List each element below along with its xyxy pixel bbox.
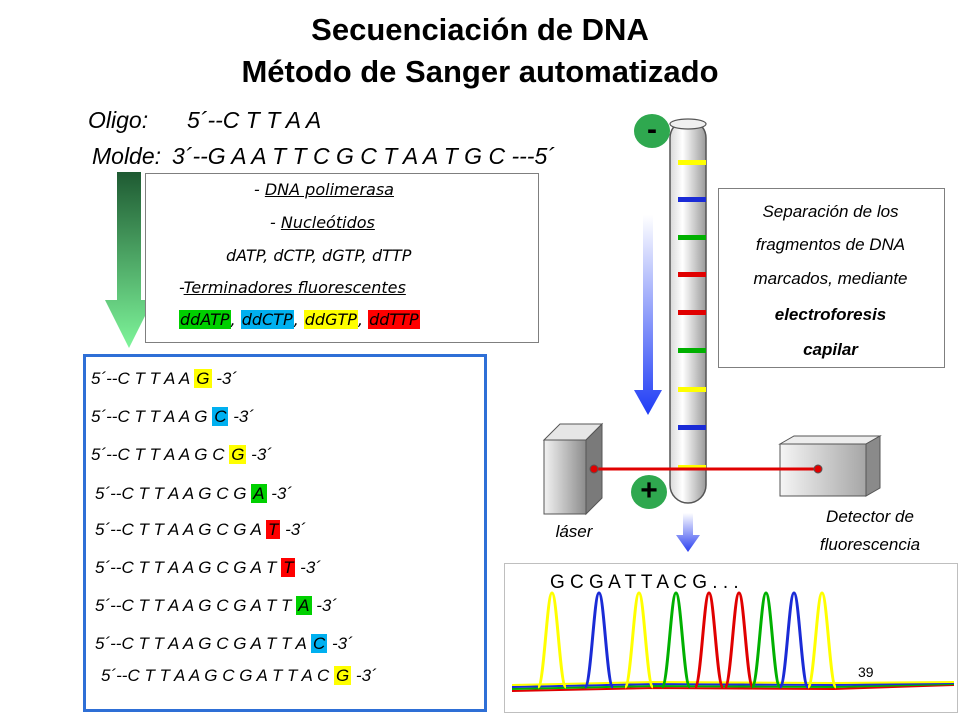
trace-peak — [583, 591, 615, 689]
reagents-box: - DNA polimerasa - Nucleótidos dATP, dCT… — [145, 173, 539, 343]
fluorescent-terminators: Terminadores fluorescentes — [183, 278, 406, 297]
trace-peak — [693, 591, 725, 689]
read-sequence: G C G A T T A C G . . . — [550, 572, 739, 593]
gel-band — [678, 272, 706, 277]
process-arrow — [105, 172, 153, 348]
dntps-list: dATP, dCTP, dGTP, dTTP — [226, 246, 412, 265]
trace-peak — [536, 591, 568, 689]
laser-label: láser — [555, 522, 593, 541]
detector-label-2: fluorescencia — [819, 535, 921, 554]
fragment-suffix: -3´ — [211, 369, 237, 388]
ddntp-separator: , — [230, 310, 241, 329]
capillary — [634, 118, 707, 552]
fragment-terminal-base: G — [333, 666, 352, 685]
output-arrow — [676, 513, 700, 552]
gel-band — [678, 197, 706, 202]
ddntp-separator: , — [357, 310, 369, 329]
fragment-prefix: 5´--C T T A A G C G — [95, 484, 252, 503]
oligo-sequence: 5´--C T T A A — [187, 107, 322, 133]
ddntp-ddctp: ddCTP — [240, 310, 294, 329]
gel-band — [678, 235, 706, 240]
fragment-terminal-base: C — [310, 634, 328, 653]
title-line-2: Método de Sanger automatizado — [241, 54, 719, 89]
terminators-line: -Terminadores fluorescentes — [179, 278, 406, 297]
trace-peak — [750, 591, 782, 689]
trace-baseline — [511, 680, 955, 686]
gel-band — [678, 387, 706, 392]
separation-text: Separación de los fragmentos de DNA marc… — [718, 188, 960, 368]
fragment-terminal-base: A — [251, 484, 267, 503]
fragment-row: 5´--C T T A A G C G A T -3´ — [95, 520, 306, 540]
gel-band — [678, 425, 706, 430]
fragment-row: 5´--C T T A A G C G -3´ — [91, 445, 272, 465]
fragment-suffix: -3´ — [266, 484, 292, 503]
fragment-row: 5´--C T T A A G C G A T T A -3´ — [95, 596, 337, 616]
fragment-suffix: -3´ — [228, 407, 254, 426]
nucleotides: Nucleótidos — [280, 213, 375, 232]
fragment-suffix: -3´ — [311, 596, 338, 615]
detector-label-1: Detector de — [826, 507, 914, 526]
fragment-terminal-base: A — [296, 596, 312, 615]
ddntp-ddgtp: ddGTP — [303, 310, 358, 329]
fragment-suffix: -3´ — [351, 666, 377, 685]
fragment-prefix: 5´--C T T A A G C — [91, 445, 230, 464]
gel-band — [678, 348, 706, 353]
molde-sequence: 3´--G A A T T C G C T A A T G C ---5´ — [172, 143, 555, 169]
fragment-row: 5´--C T T A A G C G A T T -3´ — [95, 558, 321, 578]
negative-electrode: - — [634, 114, 670, 148]
trace-peak — [623, 591, 655, 689]
ddntp-separator: , — [293, 310, 304, 329]
ddntps-list: ddATP, ddCTP, ddGTP, ddTTP — [179, 310, 420, 329]
fragment-terminal-base: C — [212, 407, 229, 426]
fragment-prefix: 5´--C T T A A G C G A T — [95, 558, 282, 577]
fragment-prefix: 5´--C T T A A G C G A T T A C — [101, 666, 334, 685]
fragment-terminal-base: T — [281, 558, 296, 577]
trace-baseline — [511, 683, 955, 690]
fragment-prefix: 5´--C T T A A G C G A — [95, 520, 266, 539]
trace-baseline — [511, 682, 955, 688]
fragment-row: 5´--C T T A A G C -3´ — [91, 407, 254, 427]
trace-peak — [806, 591, 838, 689]
detector-device — [778, 435, 882, 497]
fragments-box: 5´--C T T A A G -3´5´--C T T A A G C -3´… — [83, 354, 487, 712]
trace-baseline — [511, 684, 955, 692]
fragment-row: 5´--C T T A A G C G A T T A C G -3´ — [101, 666, 377, 686]
fragment-row: 5´--C T T A A G C G A -3´ — [95, 484, 292, 504]
title-line-1: Secuenciación de DNA — [311, 12, 649, 47]
fragment-terminal-base: G — [194, 369, 212, 388]
trace-peak — [723, 591, 755, 689]
molde-label: Molde: — [92, 143, 162, 169]
dna-polymerase: DNA polimerasa — [264, 180, 394, 199]
fragment-prefix: 5´--C T T A A G C G A T T A — [95, 634, 311, 653]
fragment-suffix: -3´ — [295, 558, 321, 577]
optical-setup — [542, 422, 882, 516]
fragment-prefix: 5´--C T T A A G C G A T T — [95, 596, 297, 615]
fragment-row: 5´--C T T A A G C G A T T A C -3´ — [95, 634, 353, 654]
trace-peak — [660, 591, 692, 689]
page-number: 39 — [858, 664, 874, 680]
fragment-terminal-base: G — [229, 445, 247, 464]
fragment-terminal-base: T — [265, 520, 281, 539]
ddntp-ddatp: ddATP — [179, 310, 231, 329]
electropherogram-trace — [511, 591, 955, 692]
nucleotides-line: - Nucleótidos — [270, 213, 375, 232]
fragment-row: 5´--C T T A A G -3´ — [91, 369, 237, 389]
migration-arrow — [634, 215, 662, 415]
positive-electrode: + — [631, 475, 667, 509]
fragment-suffix: -3´ — [327, 634, 353, 653]
fragment-suffix: -3´ — [246, 445, 272, 464]
gel-band — [678, 160, 706, 165]
oligo-label: Oligo: — [88, 107, 149, 133]
fragment-suffix: -3´ — [280, 520, 306, 539]
dna-polymerase-line: - DNA polimerasa — [254, 180, 394, 199]
ddntp-ddttp: ddTTP — [368, 310, 420, 329]
fragment-prefix: 5´--C T T A A — [91, 369, 195, 388]
fragment-prefix: 5´--C T T A A G — [91, 407, 213, 426]
gel-band — [678, 310, 706, 315]
trace-peak — [778, 591, 810, 689]
